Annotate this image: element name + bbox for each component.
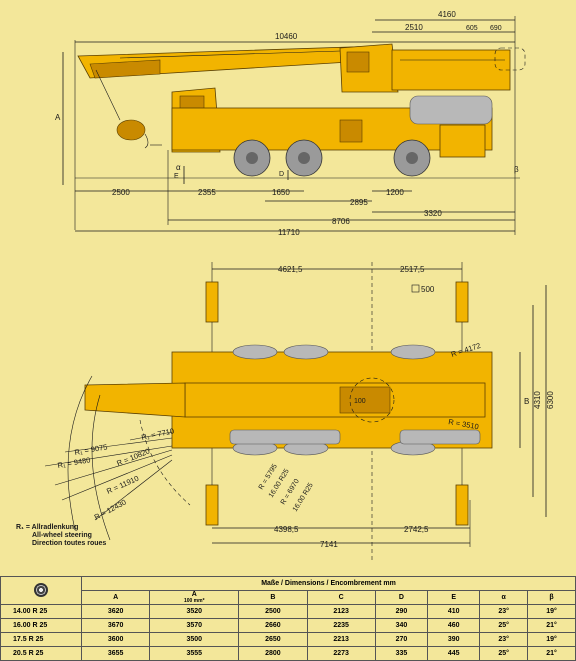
dim-3320: 3320	[424, 209, 442, 218]
tire-icon	[34, 582, 48, 597]
dim-r9480: R₁ = 9480	[57, 455, 91, 470]
side-view: 4160 2510 605 690 10460 A	[55, 10, 526, 237]
dim-r10820: R = 10820	[115, 446, 151, 467]
dim-4160: 4160	[438, 10, 456, 19]
dim-2500: 2500	[112, 188, 130, 197]
legend-line-1: R₁ = Allradlenkung	[16, 524, 79, 531]
dim-2510: 2510	[405, 23, 423, 32]
dim-2895: 2895	[350, 198, 368, 207]
dim-6300: 6300	[546, 391, 555, 409]
legend-line-3: Direction toutes roues	[32, 540, 107, 547]
dim-r11910: R = 11910	[105, 474, 140, 496]
dim-690: 690	[490, 25, 502, 32]
dim-500: 500	[421, 285, 435, 294]
dim-2517: 2517,5	[400, 265, 425, 274]
dim-4398: 4398,5	[274, 525, 299, 534]
dim-2355: 2355	[198, 188, 216, 197]
dim-a: A	[55, 113, 61, 122]
col-d: D	[374, 590, 429, 605]
top-view: 4621,5 2517,5 500 100 B	[44, 262, 555, 560]
dim-2742: 2742,5	[404, 525, 429, 534]
col-c: C	[306, 590, 376, 605]
dim-1200: 1200	[386, 188, 404, 197]
table-caption: Maße / Dimensions / Encombrement mm	[81, 576, 576, 591]
dim-7141: 7141	[320, 540, 338, 549]
dim-10460: 10460	[275, 32, 298, 41]
col-a: A	[80, 590, 151, 605]
col-e: E	[427, 590, 481, 605]
drawing: 4160 2510 605 690 10460 A	[44, 10, 555, 560]
dim-8706: 8706	[332, 217, 350, 226]
dim-beta: β	[514, 165, 519, 174]
tire-icon-cell	[0, 576, 82, 605]
legend: R₁ = Allradlenkung All-wheel steering Di…	[16, 524, 106, 548]
dim-11710: 11710	[278, 228, 300, 237]
col-alpha: α	[479, 590, 529, 605]
dim-b: B	[524, 397, 529, 406]
dim-100: 100	[354, 398, 366, 405]
dim-e: E	[174, 173, 179, 180]
dim-1650: 1650	[272, 188, 290, 197]
dim-4621: 4621,5	[278, 265, 303, 274]
col-beta: β	[527, 590, 576, 605]
dim-d: D	[279, 171, 284, 178]
dim-605: 605	[466, 25, 478, 32]
dim-alpha: α	[176, 163, 181, 172]
dim-4310: 4310	[533, 391, 542, 409]
legend-line-2: All-wheel steering	[32, 532, 92, 539]
dim-r9075: R₁ = 9075	[74, 442, 108, 457]
col-b: B	[238, 590, 308, 605]
